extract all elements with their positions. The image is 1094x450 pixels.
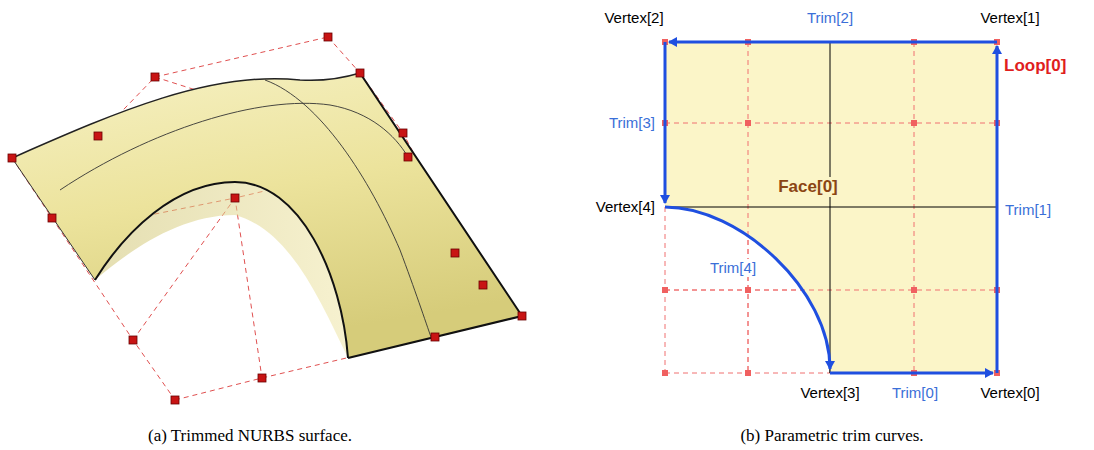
vertex-label: Vertex[4] xyxy=(596,198,655,216)
face-outline xyxy=(665,42,1009,385)
control-grid xyxy=(665,42,997,373)
knot-line xyxy=(665,207,997,208)
surface-edge xyxy=(12,158,95,280)
trim-label: Trim[0] xyxy=(892,384,938,402)
control-net xyxy=(12,37,522,400)
surface-shade xyxy=(95,182,348,358)
caption: (b) Parametric trim curves. xyxy=(740,426,923,446)
face-label: Face[0] xyxy=(776,177,840,197)
trim-label: Trim[4] xyxy=(708,259,758,277)
control-points xyxy=(8,33,526,404)
trim-loop xyxy=(665,42,997,373)
trim-label: Trim[2] xyxy=(807,9,853,27)
vertex-label: Vertex[1] xyxy=(980,9,1039,27)
vertex-label: Vertex[0] xyxy=(980,384,1039,402)
face-fill xyxy=(665,42,997,373)
vertex-label: Vertex[2] xyxy=(604,9,663,27)
vertex-label: Vertex[3] xyxy=(800,384,859,402)
trimmed-face: Face[0] xyxy=(665,42,997,373)
isoline xyxy=(265,80,432,340)
trim-edge xyxy=(95,182,348,358)
isoline xyxy=(60,103,408,190)
surface-edge xyxy=(348,73,522,358)
loop-label: Loop[0] xyxy=(1004,56,1066,76)
trim-label: Trim[3] xyxy=(609,114,655,132)
control-points xyxy=(662,39,1000,376)
caption: (a) Trimmed NURBS surface. xyxy=(148,426,352,446)
trim-label: Trim[1] xyxy=(1005,201,1051,219)
surface-edge xyxy=(12,73,360,158)
nurbs-surface xyxy=(12,73,522,358)
